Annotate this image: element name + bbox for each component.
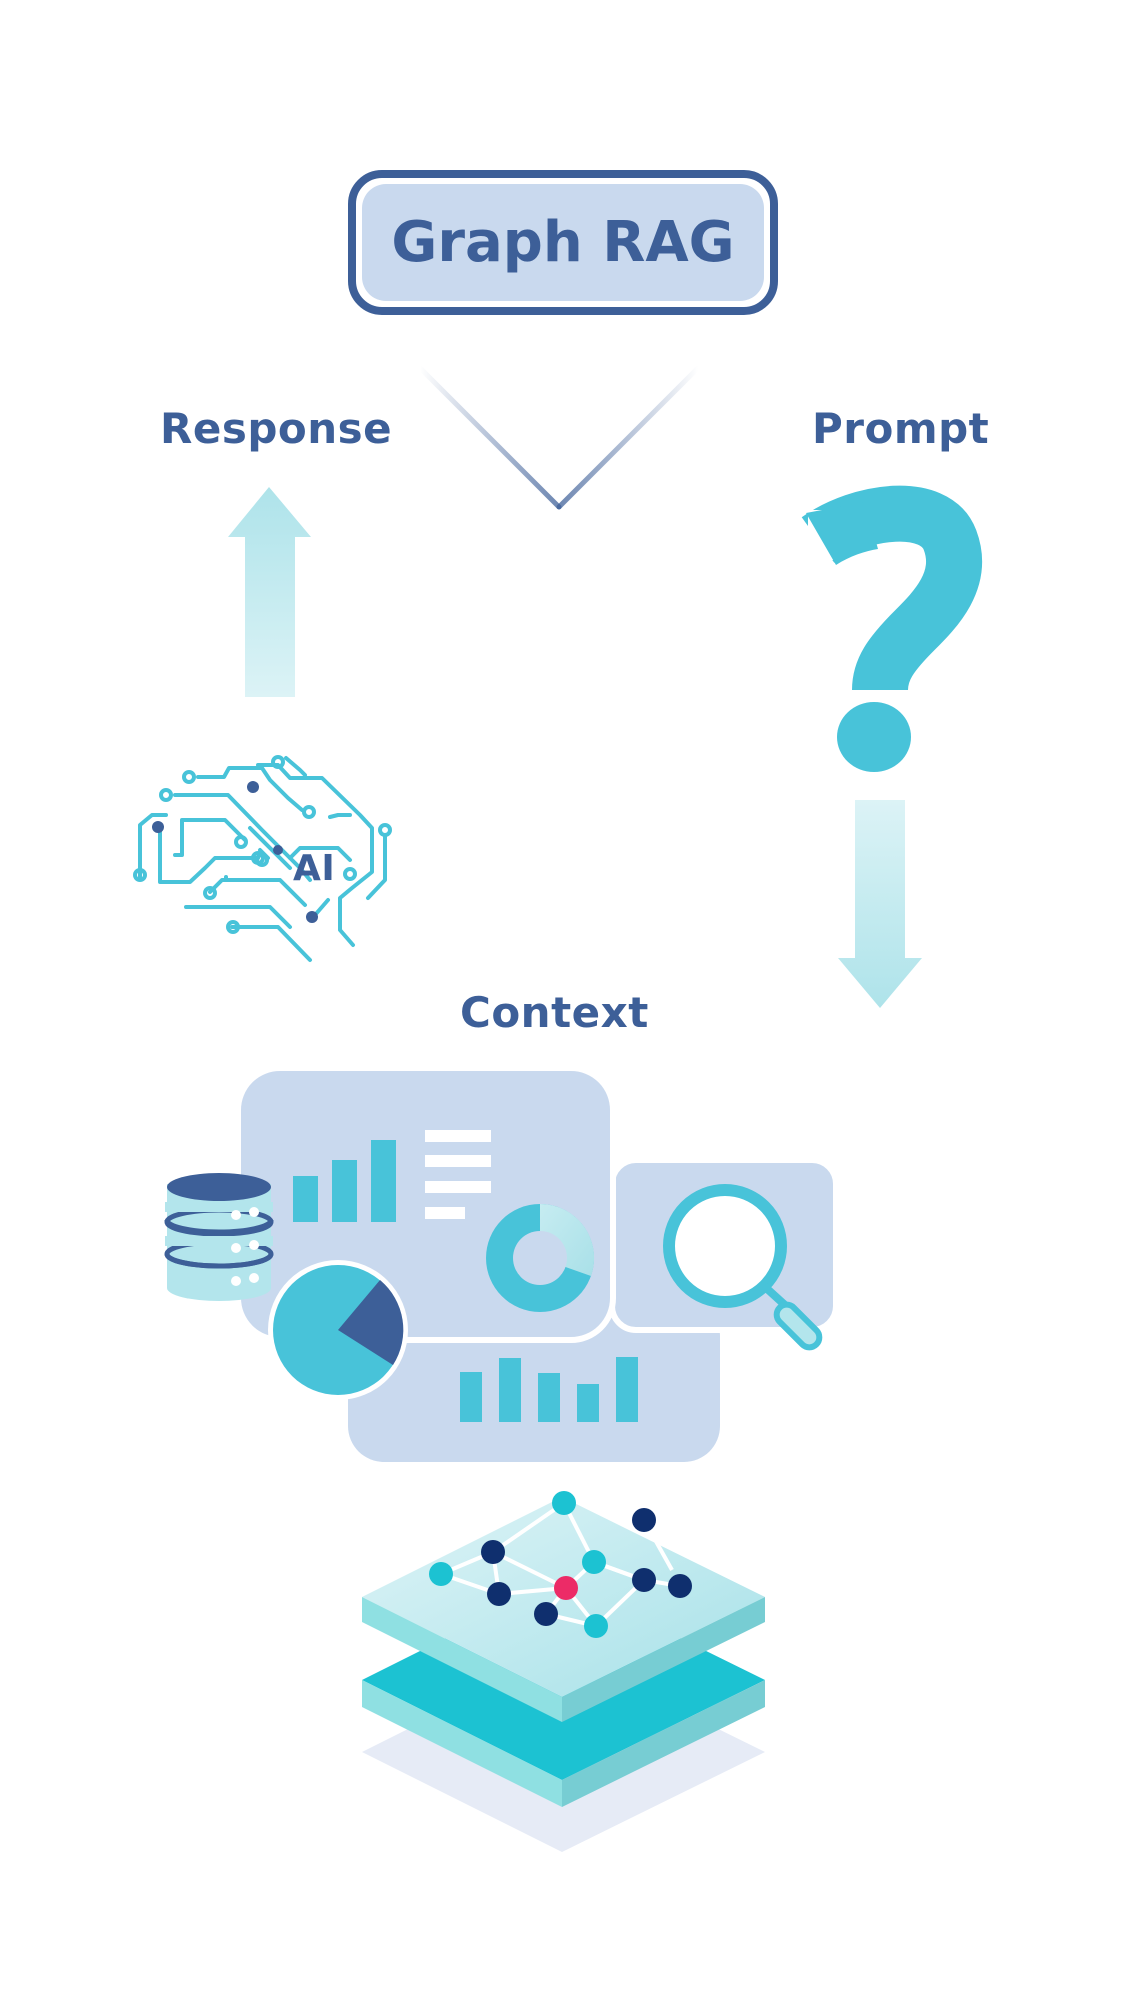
database-icon [164, 1173, 274, 1301]
title-text: Graph RAG [362, 184, 764, 301]
title-box: Graph RAG [348, 170, 778, 315]
text-lines-icon [425, 1130, 491, 1219]
v-connector [417, 365, 701, 510]
brain-circuit-icon [133, 755, 392, 962]
down-arrow [838, 800, 922, 1008]
pie-chart-icon [268, 1260, 408, 1400]
response-label: Response [160, 404, 393, 453]
ai-badge: AI [293, 848, 336, 889]
prompt-label: Prompt [812, 404, 990, 453]
magnifier-icon [663, 1184, 823, 1351]
context-label: Context [460, 988, 649, 1037]
knowledge-graph-layers-icon [362, 1491, 765, 1852]
bar-chart-icon [293, 1140, 396, 1222]
donut-chart-icon [486, 1203, 595, 1312]
up-arrow [228, 487, 311, 697]
question-mark-icon [801, 485, 982, 772]
